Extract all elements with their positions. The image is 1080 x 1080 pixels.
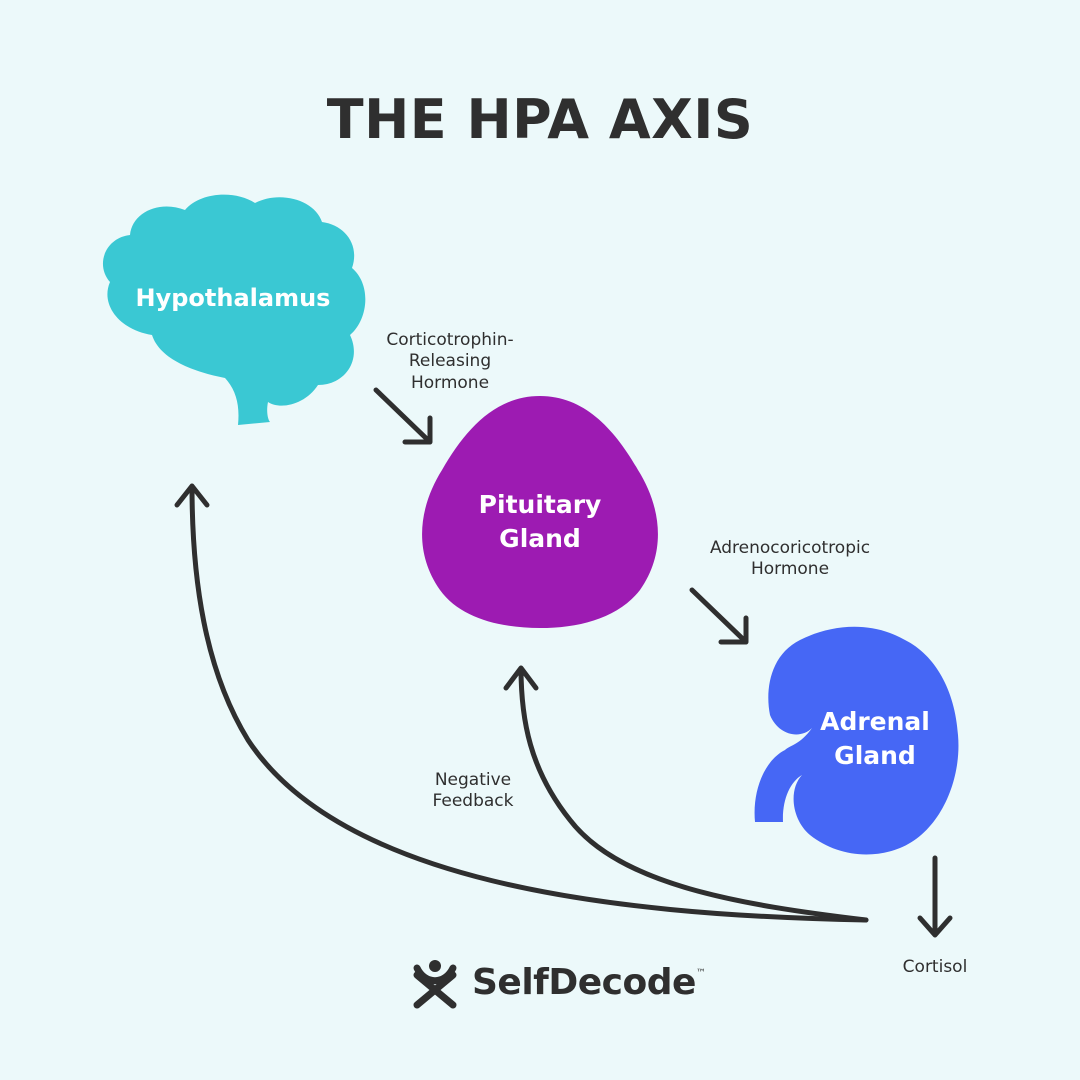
acth-arrow — [689, 587, 749, 645]
feedback-label-line1: Negative — [434, 770, 512, 790]
brand-name: SelfDecode™ — [472, 962, 706, 1003]
adrenal-gland-shape — [754, 626, 959, 855]
pituitary-label-line1: Pituitary — [478, 490, 602, 519]
feedback-label: Negative Feedback — [403, 770, 543, 813]
adrenal-label-line1: Adrenal — [820, 707, 930, 736]
page-title: THE HPA AXIS — [326, 88, 754, 151]
pituitary-label-line2: Gland — [499, 523, 581, 553]
selfdecode-logo-icon — [413, 964, 457, 1009]
crh-arrow — [373, 387, 433, 445]
pituitary-label: Pituitary Gland — [440, 488, 640, 556]
crh-label: Corticotrophin- Releasing Hormone — [360, 330, 540, 394]
brand-trademark: ™ — [695, 968, 706, 979]
acth-label: Adrenocoricotropic Hormone — [670, 538, 910, 581]
cortisol-label: Cortisol — [885, 957, 985, 978]
pituitary-gland-shape — [422, 396, 658, 628]
crh-label-line2: Releasing — [408, 351, 492, 372]
feedback-label-line2: Feedback — [432, 791, 514, 812]
hypothalamus-label-text: Hypothalamus — [135, 284, 331, 312]
hypothalamus-label: Hypothalamus — [120, 282, 346, 314]
acth-label-line2: Hormone — [750, 559, 830, 580]
adrenal-label-line2: Gland — [834, 740, 916, 770]
crh-label-line1: Corticotrophin- — [386, 330, 514, 350]
feedback-arrow-hypothalamus — [174, 483, 869, 923]
crh-label-line3: Hormone — [410, 372, 490, 393]
cortisol-arrow — [917, 855, 953, 938]
hypothalamus-brain-shape — [102, 194, 366, 425]
feedback-arrow-pituitary — [503, 665, 869, 923]
acth-label-line1: Adrenocoricotropic — [709, 538, 871, 558]
cortisol-label-text: Cortisol — [902, 957, 968, 977]
adrenal-label: Adrenal Gland — [780, 705, 970, 773]
selfdecode-logo-head-icon — [429, 960, 441, 972]
brand-name-text: SelfDecode — [472, 962, 696, 1003]
